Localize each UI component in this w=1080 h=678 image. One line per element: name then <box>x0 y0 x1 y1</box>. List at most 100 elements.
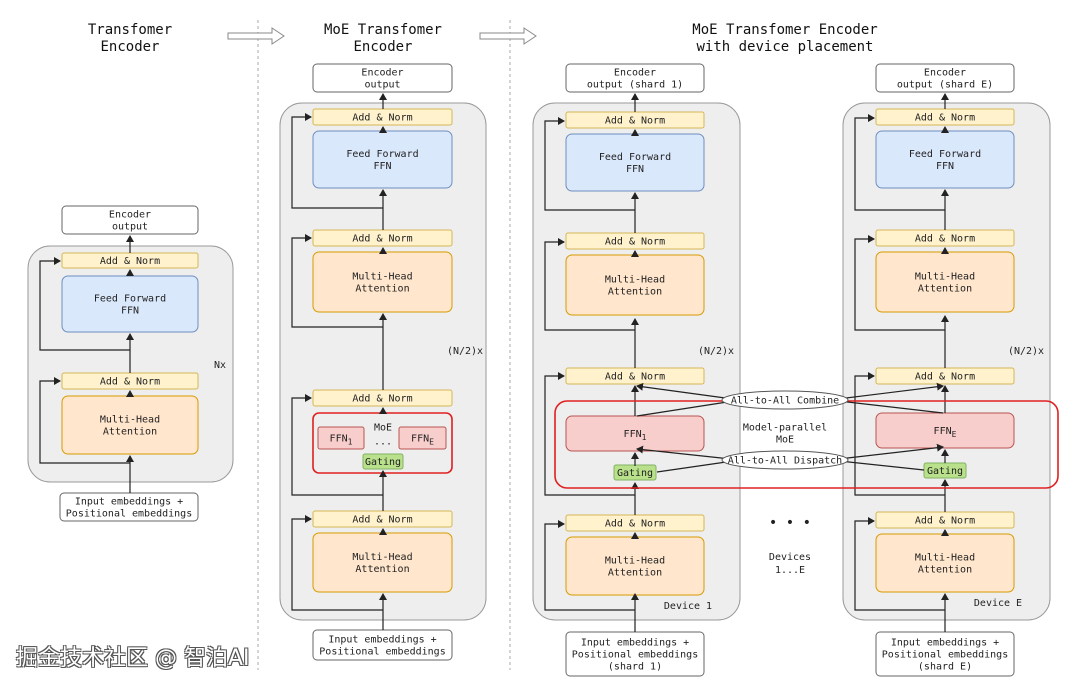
all-to-all-combine-ellipse <box>721 390 849 410</box>
watermark: 掘金技术社区 @ 智泊AI <box>16 646 250 671</box>
multi-head-attention-box-text: Multi-Head <box>605 556 665 567</box>
arrow <box>544 372 635 496</box>
device-1-input-embeddings-box-text: Positional embeddings <box>572 650 698 661</box>
arrow <box>291 515 383 611</box>
add-norm-box-text: Add & Norm <box>352 394 412 405</box>
device-1-encoder-output-box-shape <box>565 63 705 93</box>
encoder-output-box-text: output <box>364 80 400 91</box>
device-1-container-shape <box>532 102 741 621</box>
input-embeddings-box-shape <box>59 492 199 522</box>
multi-head-attention-box-text: Attention <box>608 287 662 298</box>
encoder-output-box <box>61 205 199 235</box>
all-to-all-dispatch <box>721 450 849 470</box>
model-parallel-label-text: Model-parallel <box>743 423 827 434</box>
add-norm-box-text: Add & Norm <box>352 113 412 124</box>
all-to-all-combine-text: All-to-All Combine <box>731 396 839 407</box>
gating-box-shape <box>362 453 404 470</box>
multi-head-attention-box-text: Multi-Head <box>100 415 160 426</box>
repeat-label: (N/2)x <box>447 346 483 357</box>
feed-forward-box-text: Feed Forward <box>599 152 671 163</box>
model-parallel-label-text: MoE <box>776 435 794 446</box>
input-embeddings-box-text: Input embeddings + <box>328 635 436 646</box>
section-title: Transfomer <box>88 22 172 38</box>
feed-forward-box-text: Feed Forward <box>94 294 166 305</box>
expert-ffn-1-box-subscript: 1 <box>348 438 353 447</box>
input-embeddings-box-text: Positional embeddings <box>319 647 445 658</box>
arrow <box>854 235 945 331</box>
arrow <box>544 520 635 611</box>
all-to-all-dispatch-text: All-to-All Dispatch <box>728 456 842 467</box>
section-title: with device placement <box>696 39 873 55</box>
add-norm-box-text: Add & Norm <box>352 515 412 526</box>
add-norm-box-text: Add & Norm <box>605 519 665 530</box>
all-to-all-combine <box>721 390 849 410</box>
add-norm-box-text: Add & Norm <box>915 113 975 124</box>
expert-ffn-1-box-text: FFN1 <box>330 434 353 447</box>
repeat-label: Nx <box>214 360 226 371</box>
device-1-input-embeddings-box-text: Input embeddings + <box>581 638 689 649</box>
input-embeddings-box-text: Input embeddings + <box>75 497 183 508</box>
add-norm-box-text: Add & Norm <box>100 256 160 267</box>
expert-ffn-1-box <box>317 426 365 450</box>
devices-label: Devices <box>769 552 811 563</box>
add-norm-box-text: Add & Norm <box>915 234 975 245</box>
device-e-expert-ffn-box-text: FFNE <box>934 426 957 439</box>
arrow <box>291 394 383 496</box>
device-e-input-embeddings-box-text: Input embeddings + <box>891 638 999 649</box>
arrow <box>291 113 383 209</box>
expert-ffn-e-box <box>398 426 447 450</box>
device-e-input-embeddings-box-text: Positional embeddings <box>882 650 1008 661</box>
multi-head-attention-box-text: Attention <box>355 284 409 295</box>
devices-label: 1...E <box>775 565 805 576</box>
moe-label-text: MoE <box>374 423 392 434</box>
arrow <box>291 234 383 328</box>
section-title: MoE Transfomer Encoder <box>692 22 877 38</box>
device-1-container <box>532 102 741 621</box>
device-e-encoder-output-box-text: Encoder <box>924 68 966 79</box>
device-1-expert-ffn-box-base: FFN <box>624 429 642 440</box>
arrow <box>854 372 945 496</box>
arrow <box>39 257 130 351</box>
expert-ffn-1-box-shape <box>317 426 365 450</box>
add-norm-box-text: Add & Norm <box>915 372 975 383</box>
add-norm-box-text: Add & Norm <box>605 237 665 248</box>
device-1-encoder-output-box-text: Encoder <box>614 68 656 79</box>
multi-head-attention-box-text: Attention <box>918 565 972 576</box>
device-e-encoder-output-box-shape <box>875 63 1015 93</box>
repeat-label: (N/2)x <box>1008 346 1044 357</box>
arrow <box>636 382 741 401</box>
device-e-encoder-output-box <box>875 63 1015 93</box>
expert-ffn-1-box-base: FFN <box>330 434 348 445</box>
expert-ffn-e-box-text: FFNE <box>411 434 434 447</box>
device-1-gating-box-text: Gating <box>617 468 653 479</box>
feed-forward-box-text: FFN <box>121 306 139 317</box>
all-to-all-dispatch-ellipse <box>721 450 849 470</box>
arrow <box>636 399 741 417</box>
arrow <box>39 377 130 464</box>
encoder-output-box-text: output <box>112 222 148 233</box>
device-e-expert-ffn-box-base: FFN <box>934 426 952 437</box>
multi-head-attention-box-text: Attention <box>608 568 662 579</box>
feed-forward-box-text: FFN <box>626 164 644 175</box>
add-norm-box-text: Add & Norm <box>915 516 975 527</box>
arrow <box>854 517 945 611</box>
repeat-label: (N/2)x <box>698 346 734 357</box>
encoder-output-box-shape <box>61 205 199 235</box>
feed-forward-box-text: Feed Forward <box>909 149 981 160</box>
encoder-output-box-text: Encoder <box>361 68 403 79</box>
add-norm-box-text: Add & Norm <box>100 377 160 388</box>
add-norm-box-text: Add & Norm <box>605 116 665 127</box>
device-e-label: Device E <box>974 598 1022 609</box>
arrow <box>829 399 944 414</box>
device-e-expert-ffn-box-subscript: E <box>952 430 957 439</box>
expert-ffn-e-box-base: FFN <box>411 434 429 445</box>
add-norm-box-text: Add & Norm <box>605 372 665 383</box>
hollow-arrow-icon <box>227 27 285 45</box>
arrow <box>829 443 944 461</box>
gating-box <box>362 453 404 470</box>
ellipsis-dots: • • • <box>769 515 811 531</box>
encoder-output-box-text: Encoder <box>109 210 151 221</box>
hollow-arrow-icon <box>479 27 537 45</box>
